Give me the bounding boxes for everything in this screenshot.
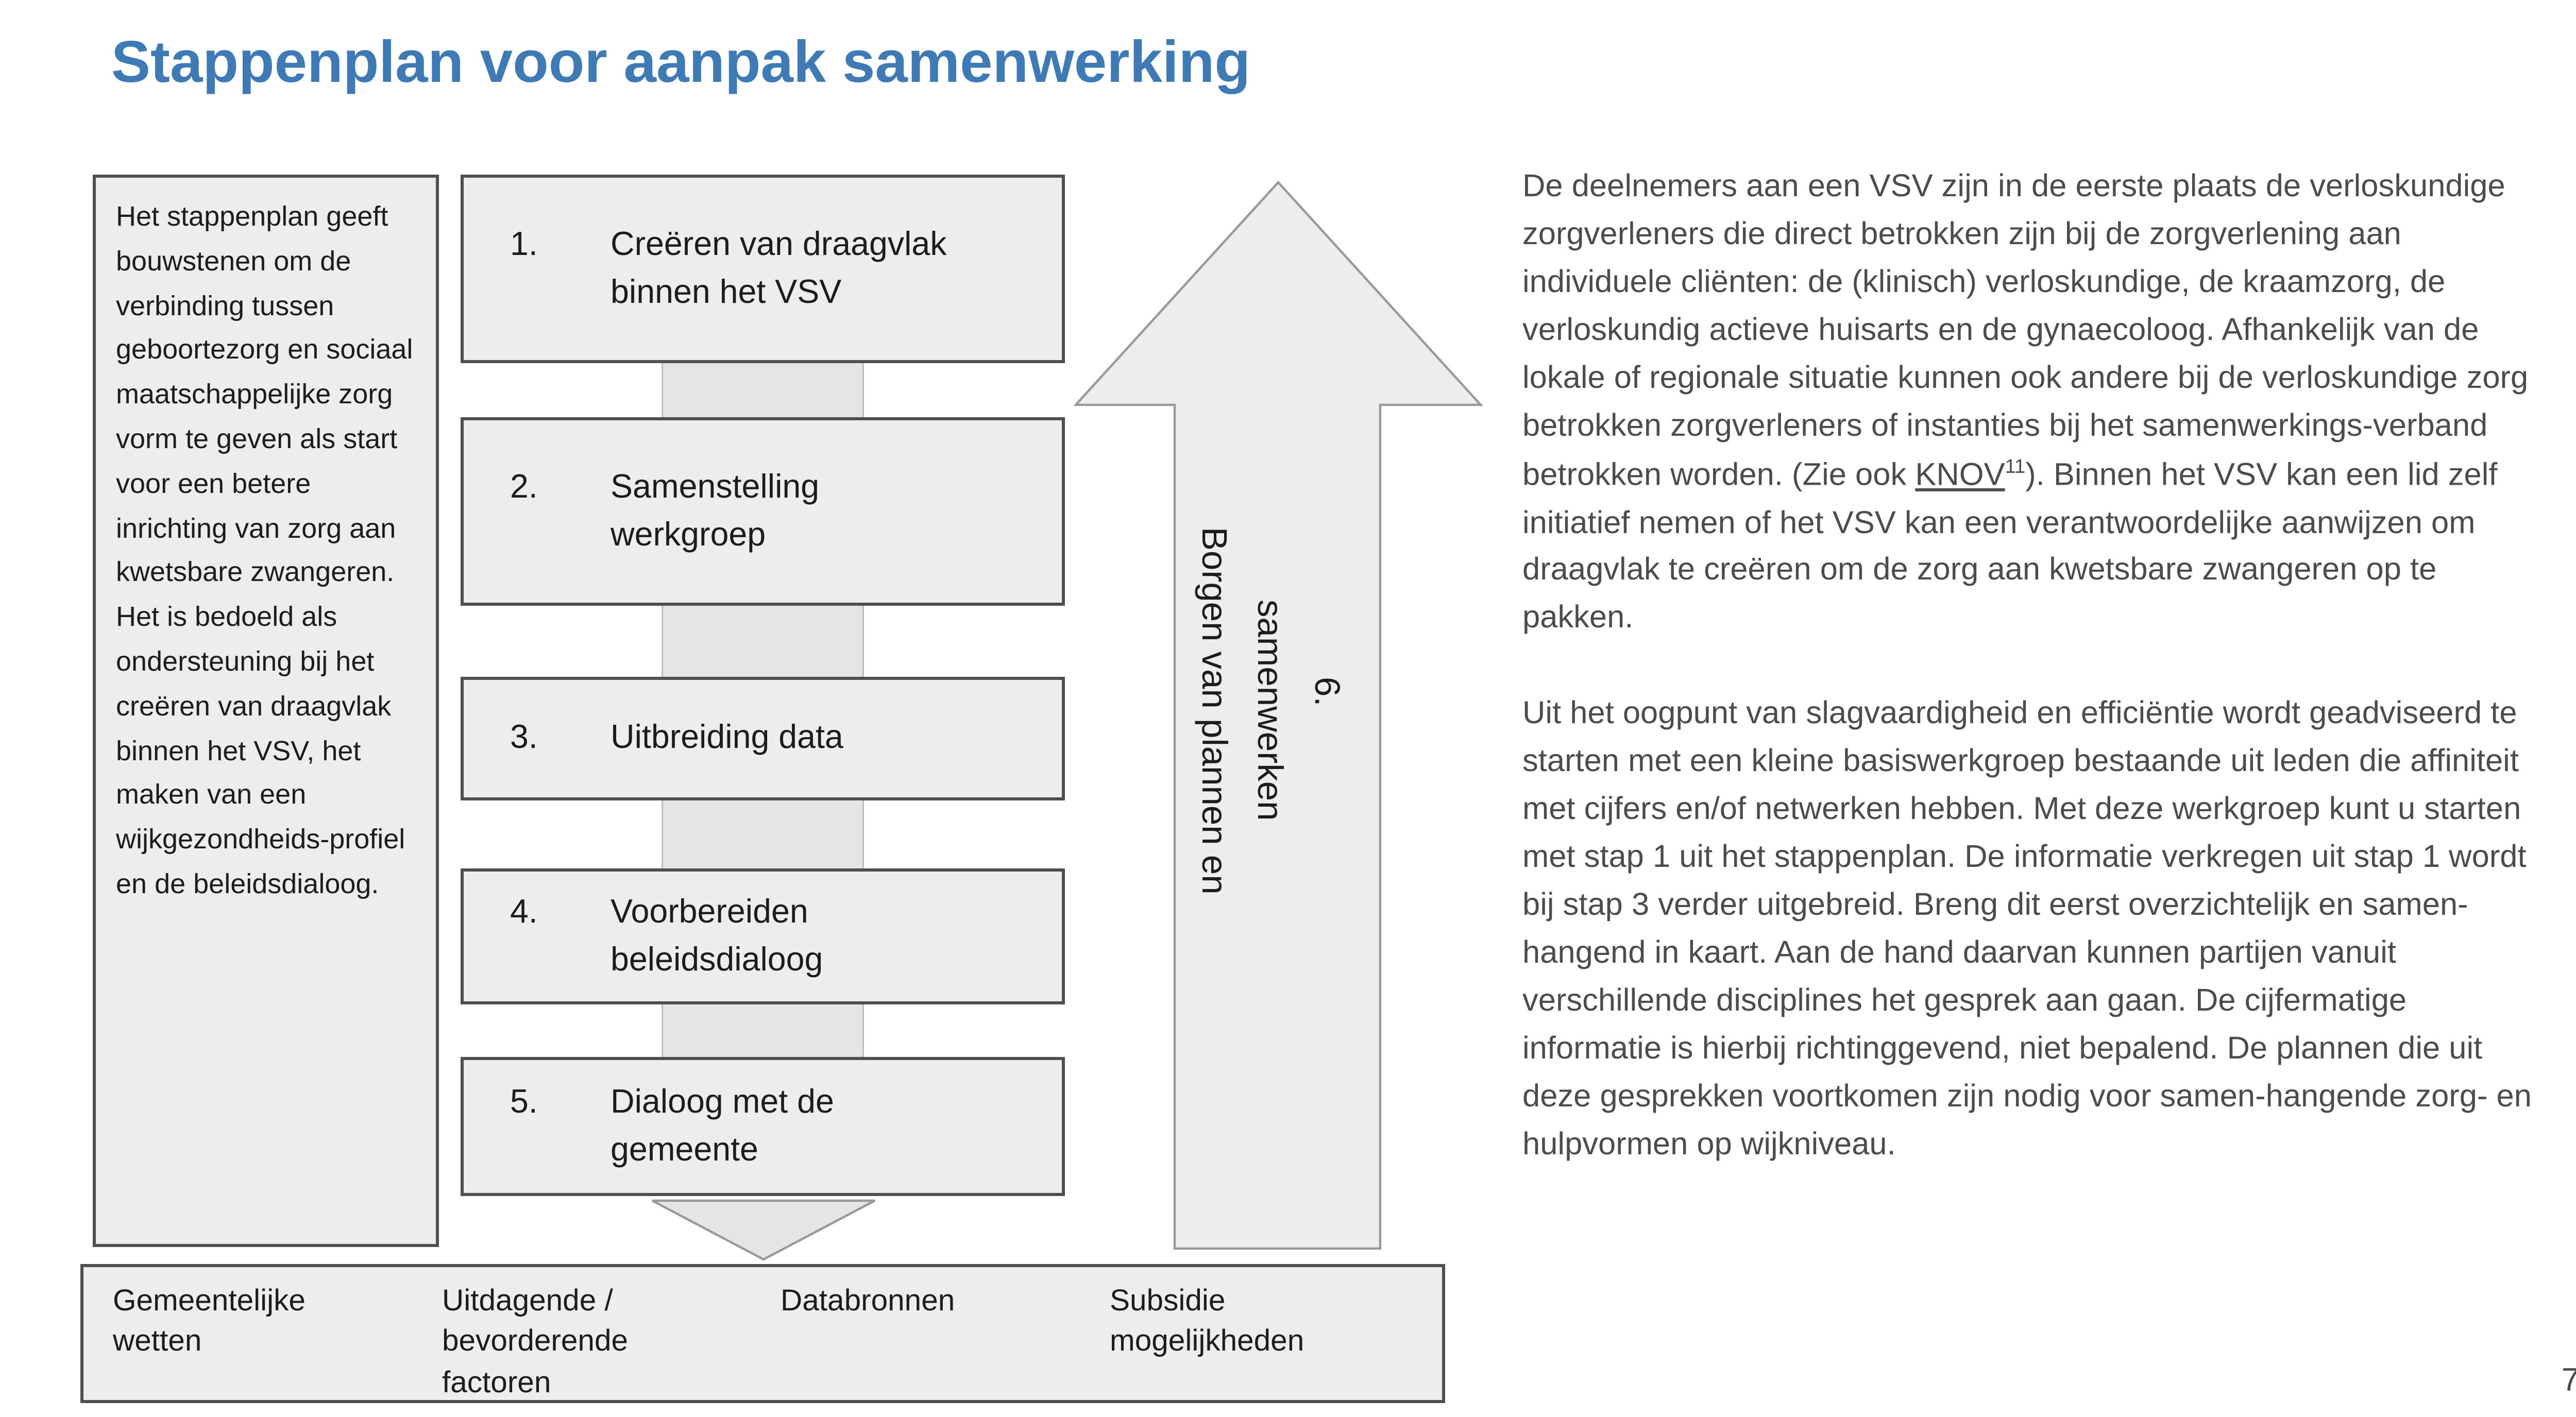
page-title: Stappenplan voor aanpak samenwerking bbox=[111, 31, 1250, 96]
paragraph-1-text: De deelnemers aan een VSV zijn in de eer… bbox=[1522, 168, 2529, 492]
step-row: 4. Voorbereiden beleidsdialoog bbox=[464, 888, 1062, 984]
flow-connector bbox=[662, 794, 864, 875]
step-label: Samenstelling werkgroep bbox=[611, 468, 820, 553]
flow-connector bbox=[662, 998, 864, 1063]
down-arrow-icon bbox=[651, 1199, 876, 1261]
step-number: 3. bbox=[510, 719, 538, 757]
step-number: 2. bbox=[510, 468, 538, 505]
paragraph-1: De deelnemers aan een VSV zijn in de eer… bbox=[1522, 164, 2546, 643]
step-box-3: 3. Uitbreiding data bbox=[461, 677, 1065, 800]
step-number: 1. bbox=[510, 225, 538, 263]
step6-number: 6. bbox=[1308, 677, 1348, 707]
body-text-column: De deelnemers aan een VSV zijn in de eer… bbox=[1522, 164, 2546, 1170]
bottom-bar-item: Uitdagende / bevorderende factoren bbox=[442, 1284, 629, 1399]
step6-up-arrow-icon bbox=[1074, 180, 1484, 1250]
step-number: 4. bbox=[510, 893, 538, 930]
step-label: Uitbreiding data bbox=[611, 719, 843, 757]
flow-connector bbox=[662, 600, 864, 683]
step6-label-line2: samenwerken bbox=[1250, 600, 1291, 822]
bottom-bar-item: Gemeentelijke wetten bbox=[113, 1284, 306, 1359]
intro-box: Het stappenplan geeft bouwstenen om de v… bbox=[93, 175, 439, 1247]
step-number: 5. bbox=[510, 1083, 538, 1120]
step-label: Dialoog met de gemeente bbox=[611, 1083, 834, 1168]
knov-superscript: 11 bbox=[2005, 454, 2026, 477]
bottom-bar-item: Databronnen bbox=[781, 1284, 955, 1318]
step6-label-line1: Borgen van plannen en bbox=[1195, 527, 1235, 895]
step-box-4: 4. Voorbereiden beleidsdialoog bbox=[461, 868, 1065, 1004]
step-box-1: 1. Creëren van draagvlak binnen het VSV bbox=[461, 175, 1065, 363]
flow-connector bbox=[662, 357, 864, 423]
step-label: Creëren van draagvlak binnen het VSV bbox=[611, 225, 947, 311]
paragraph-2: Uit het oogpunt van slagvaardigheid en e… bbox=[1522, 696, 2532, 1162]
step-label: Voorbereiden beleidsdialoog bbox=[611, 893, 823, 978]
intro-text: Het stappenplan geeft bouwstenen om de v… bbox=[116, 201, 413, 899]
step6-label: Borgen van plannen en samenwerken bbox=[1187, 278, 1298, 1143]
step-box-2: 2. Samenstelling werkgroep bbox=[461, 417, 1065, 606]
bottom-bar: Gemeentelijke wetten Uitdagende / bevord… bbox=[80, 1264, 1445, 1403]
step-row: 1. Creëren van draagvlak binnen het VSV bbox=[464, 220, 1062, 317]
step-row: 2. Samenstelling werkgroep bbox=[464, 463, 1062, 559]
paragraph-1-text-after: ). Binnen het VSV kan een lid zelf initi… bbox=[1522, 456, 2498, 636]
step-row: 3. Uitbreiding data bbox=[464, 714, 1062, 763]
page-number: 7 bbox=[2562, 1363, 2576, 1400]
knov-link[interactable]: KNOV bbox=[1915, 456, 2005, 492]
step-box-5: 5. Dialoog met de gemeente bbox=[461, 1057, 1065, 1196]
bottom-bar-item: Subsidie mogelijkheden bbox=[1110, 1284, 1304, 1359]
step-row: 5. Dialoog met de gemeente bbox=[464, 1078, 1062, 1174]
